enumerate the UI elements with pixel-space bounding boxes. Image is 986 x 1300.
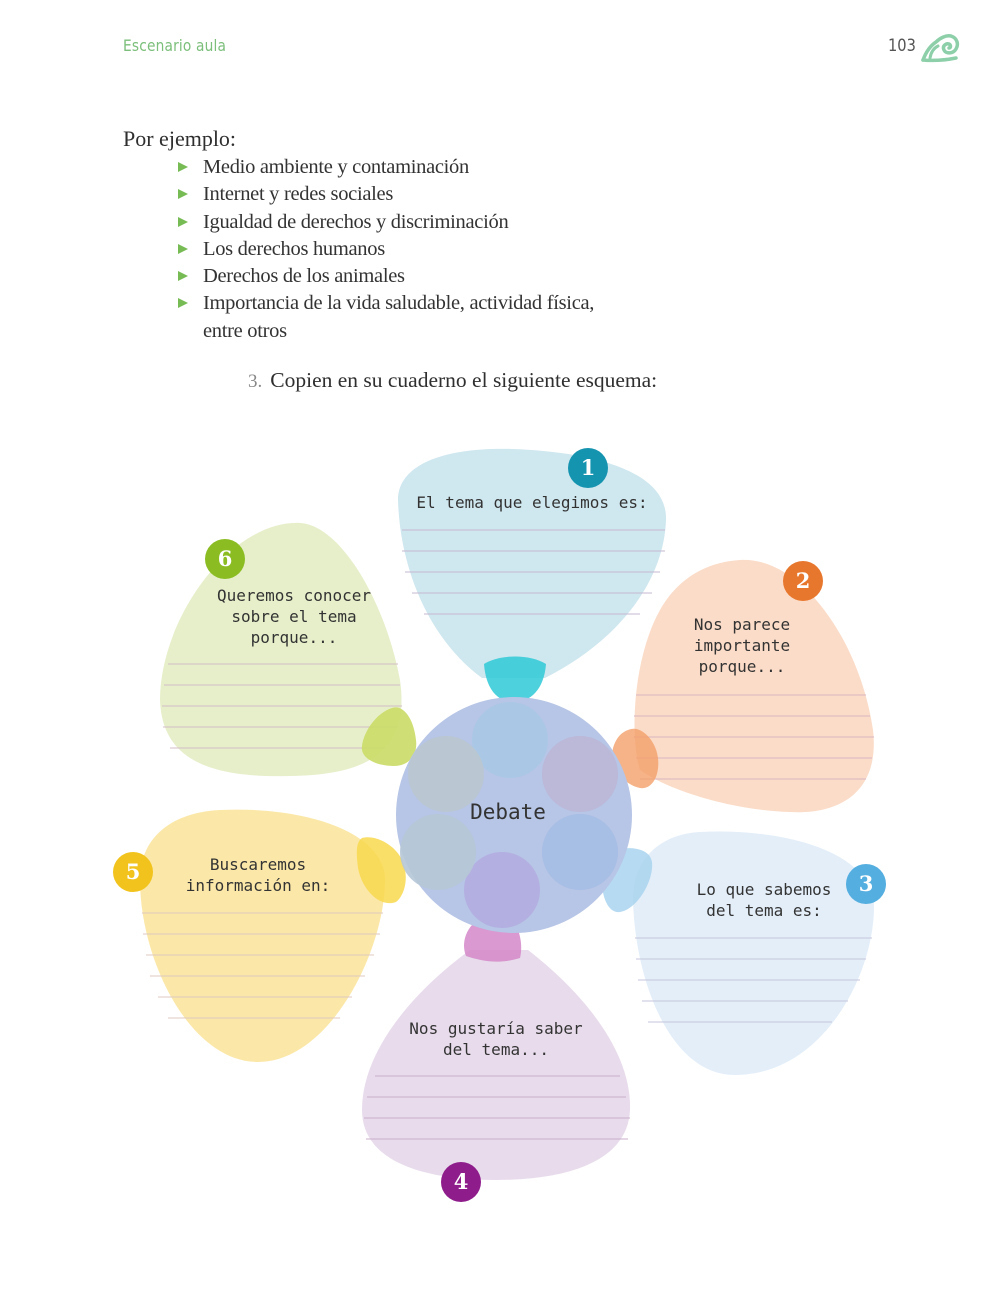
- badge-4: 4: [441, 1162, 481, 1202]
- bullet-arrow-icon: [178, 162, 188, 172]
- bullet-arrow-icon: [178, 298, 188, 309]
- badge-2: 2: [783, 561, 823, 601]
- list-item: Internet y redes sociales: [178, 181, 594, 208]
- list-item: Los derechos humanos: [178, 236, 594, 263]
- snail-logo-icon: [921, 34, 960, 63]
- intro-text: Por ejemplo:: [123, 126, 237, 151]
- center-label: Debate: [470, 800, 546, 824]
- petal-2-label: Nos parece importante porque...: [693, 615, 791, 676]
- instruction: 3. Copien en su cuaderno el siguiente esq…: [248, 368, 657, 393]
- petal-3: [601, 831, 875, 1075]
- badge-3: 3: [846, 864, 886, 904]
- list-item: Medio ambiente y contaminación: [178, 154, 594, 181]
- petal-4-label: Nos gustaría saber del tema...: [409, 1019, 583, 1059]
- badge-1: 1: [568, 448, 608, 488]
- bullet-arrow-icon: [178, 216, 188, 227]
- section-title: Escenario aula: [123, 36, 227, 55]
- petal-1-label: El tema que elegimos es:: [416, 493, 648, 512]
- petal-1: [398, 448, 667, 702]
- petal-6-label: Queremos conocer sobre el tema porque...: [216, 586, 372, 647]
- bullet-arrow-icon: [178, 243, 188, 254]
- list-item-continuation: entre otros: [203, 319, 287, 342]
- petal-6: [160, 522, 417, 777]
- petal-5-label: Buscaremos información en:: [185, 855, 331, 895]
- bullet-arrow-icon: [178, 189, 188, 200]
- list-item: Igualdad de derechos y discriminación: [178, 209, 594, 236]
- list-item: Derechos de los animales: [178, 263, 594, 290]
- page-number: 103: [888, 36, 916, 56]
- center-circle: [396, 697, 632, 933]
- petal-5: [140, 809, 406, 1062]
- petal-3-label: Lo que sabemos del tema es:: [696, 880, 832, 920]
- examples-list: Medio ambiente y contaminación Internet …: [178, 154, 594, 345]
- petal-2: [612, 559, 874, 813]
- badge-6: 6: [205, 539, 245, 579]
- badge-5: 5: [113, 852, 153, 892]
- bullet-arrow-icon: [178, 271, 188, 282]
- list-item: Importancia de la vida saludable, activi…: [178, 290, 594, 317]
- instruction-number: 3.: [248, 371, 263, 392]
- instruction-text: Copien en su cuaderno el siguiente esque…: [270, 368, 658, 392]
